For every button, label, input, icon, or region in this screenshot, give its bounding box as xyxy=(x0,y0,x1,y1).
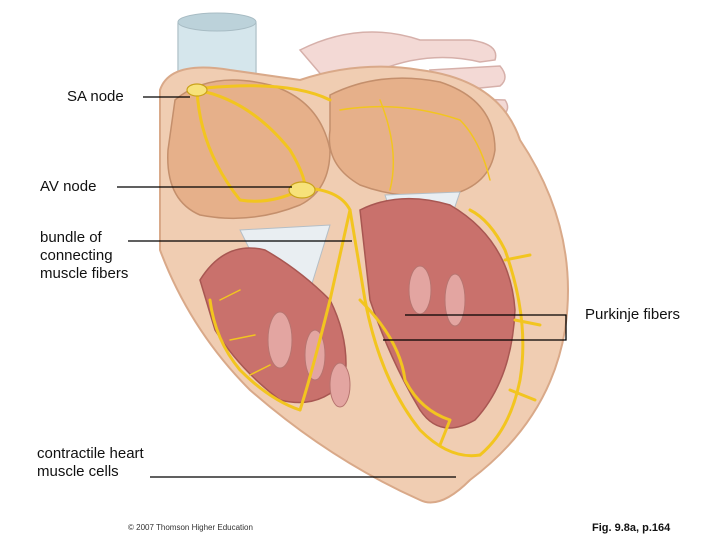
copyright-notice: © 2007 Thomson Higher Education xyxy=(128,523,253,532)
label-sa-node: SA node xyxy=(67,88,124,105)
leader-lines xyxy=(117,96,567,478)
label-purkinje-fibers: Purkinje fibers xyxy=(585,306,681,323)
label-bundle-fibers: bundle of connecting muscle fibers xyxy=(40,229,129,282)
label-av-node: AV node xyxy=(40,178,97,195)
purkinje-leader xyxy=(383,314,567,341)
figure-reference: Fig. 9.8a, p.164 xyxy=(592,522,671,534)
av-node xyxy=(288,181,316,199)
right-atrium xyxy=(167,79,331,220)
papillary-muscles xyxy=(267,265,466,408)
label-contractile-cells: contractile heart muscle cells xyxy=(37,445,144,480)
conduction-fine-branches xyxy=(219,99,491,376)
left-atrium xyxy=(328,77,496,197)
conduction-pathway xyxy=(195,84,542,458)
sa-node xyxy=(186,83,208,97)
